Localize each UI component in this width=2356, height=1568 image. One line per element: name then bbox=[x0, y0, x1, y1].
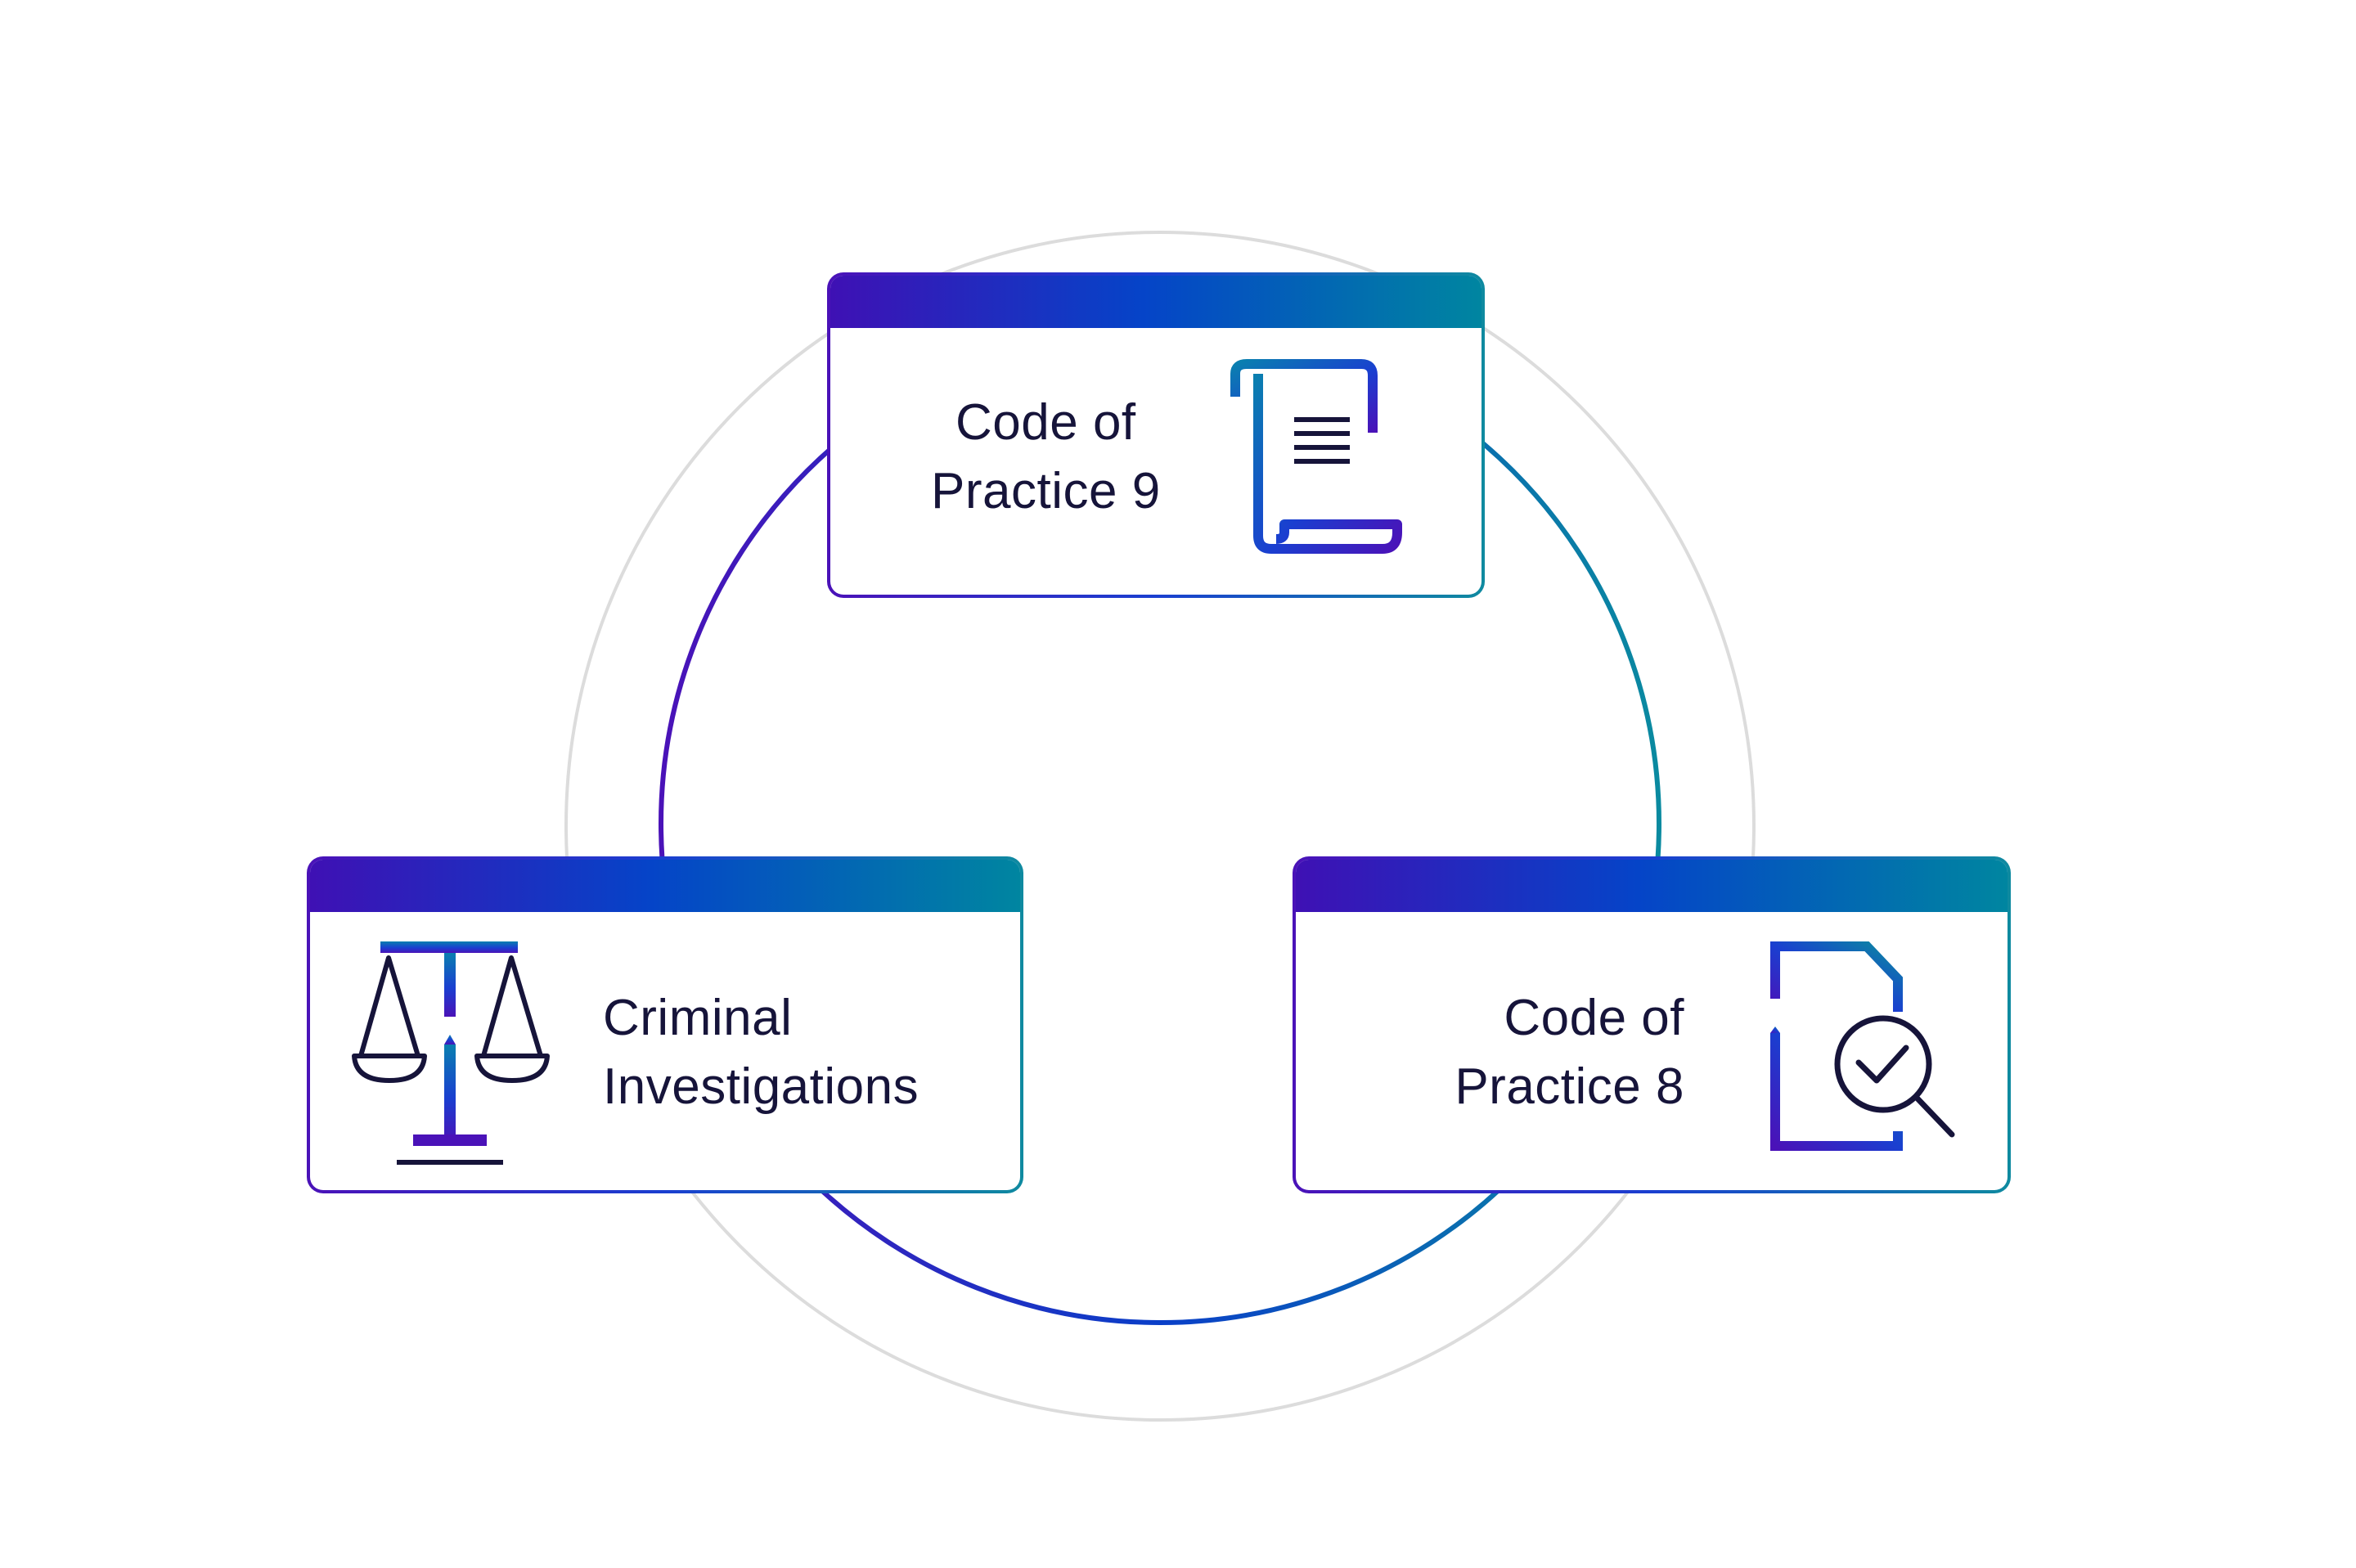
node-code-of-practice-8: Code of Practice 8 bbox=[1293, 856, 2011, 1193]
card-header-bar bbox=[830, 276, 1481, 328]
node-label: Criminal Investigations bbox=[603, 984, 919, 1121]
node-label-line: Criminal bbox=[603, 990, 793, 1046]
node-label: Code of Practice 9 bbox=[931, 389, 1161, 526]
scales-of-justice-icon bbox=[352, 941, 550, 1165]
node-criminal-investigations: Criminal Investigations bbox=[307, 856, 1023, 1193]
node-label-line: Code of bbox=[955, 394, 1136, 451]
document-magnifier-check-icon bbox=[1770, 941, 1955, 1151]
card-header-bar bbox=[1296, 860, 2008, 912]
node-label: Code of Practice 8 bbox=[1455, 984, 1684, 1121]
node-label-line: Practice 8 bbox=[1455, 1058, 1684, 1115]
node-label-line: Code of bbox=[1504, 990, 1684, 1046]
node-label-line: Investigations bbox=[603, 1058, 919, 1115]
outer-ring bbox=[564, 231, 1756, 1422]
node-code-of-practice-9: Code of Practice 9 bbox=[827, 272, 1485, 598]
card-header-bar bbox=[310, 860, 1020, 912]
scroll-document-icon bbox=[1230, 359, 1402, 554]
node-label-line: Practice 9 bbox=[931, 463, 1161, 519]
